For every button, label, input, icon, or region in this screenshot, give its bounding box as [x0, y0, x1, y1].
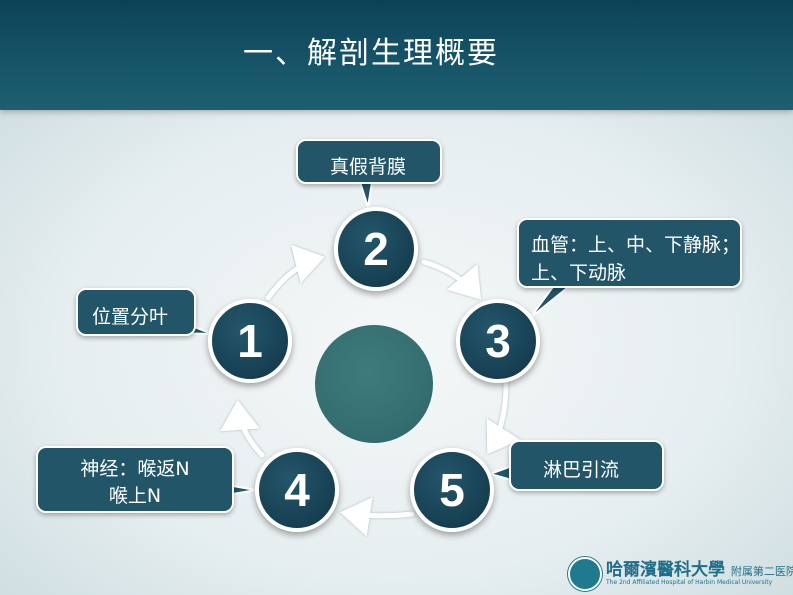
center-disc: [315, 325, 433, 443]
node-3: 3: [456, 299, 540, 383]
node-4: 4: [255, 448, 339, 532]
callout-4-line-1: 神经：喉返N: [80, 458, 190, 480]
title-bar: 一、解剖生理概要: [0, 0, 793, 110]
callout-5: 淋巴引流: [509, 440, 664, 491]
logo-english: The 2nd Affiliated Hospital of Harbin Me…: [606, 579, 773, 586]
callout-2-text: 真假背膜: [330, 156, 407, 178]
arrow-2-to-3: [421, 259, 482, 300]
arrow-1-to-2: [265, 244, 325, 301]
university-logo: 哈爾濱醫科大學 附属第二医院 The 2nd Affiliated Hospit…: [568, 555, 793, 591]
node-1: 1: [208, 299, 292, 383]
callout-3-line-2: 上、下动脉: [531, 262, 627, 284]
callout-tail-2: [358, 181, 374, 208]
arrow-3-to-5: [486, 380, 521, 455]
logo-affiliate: 附属第二医院: [730, 565, 793, 578]
callout-3-line-1: 血管：上、中、下静脉；: [531, 234, 741, 256]
callout-3: 血管：上、中、下静脉； 上、下动脉: [517, 218, 742, 288]
node-2: 2: [334, 207, 418, 291]
arrow-5-to-4: [340, 496, 415, 537]
logo-name: 哈爾濱醫科大學: [606, 560, 725, 580]
arrow-4-to-1: [219, 400, 265, 458]
callout-4-line-2: 喉上N: [108, 485, 162, 507]
callout-1-text: 位置分叶: [92, 306, 169, 328]
callout-1: 位置分叶: [76, 288, 196, 336]
callout-2: 真假背膜: [296, 139, 442, 184]
slide-title: 一、解剖生理概要: [243, 36, 499, 71]
node-5: 5: [410, 448, 494, 532]
callout-tail-3: [529, 283, 575, 319]
emblem-icon: [568, 557, 602, 591]
callout-5-text: 淋巴引流: [543, 459, 620, 481]
callout-4: 神经：喉返N 喉上N: [36, 446, 234, 513]
